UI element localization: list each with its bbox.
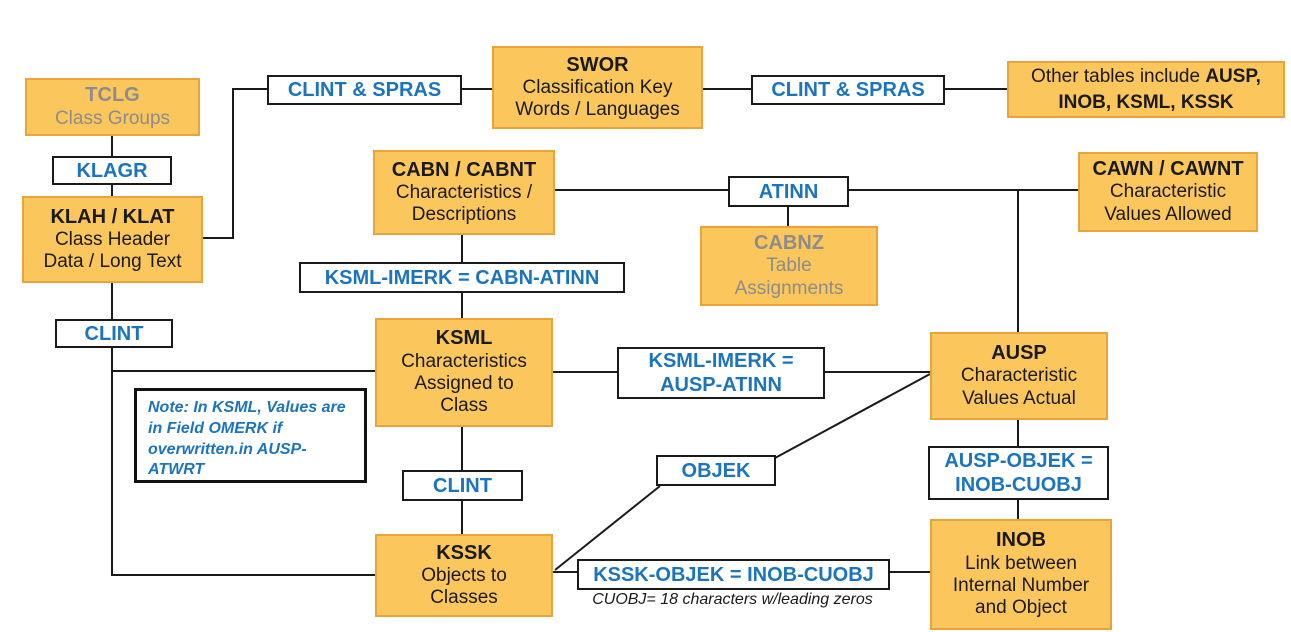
link-label-clint-left: CLINT: [55, 319, 173, 348]
link-label-objek: OBJEK: [656, 455, 776, 486]
table-desc: Assigned to: [414, 373, 514, 395]
table-code: KSML: [435, 327, 493, 350]
link-label-ksml-imerk-ausp-atinn: KSML-IMERK = AUSP-ATINN: [617, 347, 825, 399]
table-desc: Classes: [430, 587, 498, 609]
table-desc: Characteristics /: [395, 181, 533, 203]
table-code: CABN / CABNT: [391, 158, 537, 181]
table-code: KLAH / KLAT: [50, 205, 175, 228]
other-tables-prefix: Other tables include: [1031, 65, 1206, 87]
table-desc: and Object: [975, 597, 1067, 619]
line-objek-ausp-diagonal: [774, 373, 931, 459]
ksml-note-box: Note: In KSML, Values are in Field OMERK…: [134, 388, 367, 483]
table-desc: Assignments: [734, 277, 844, 299]
link-label-line1: AUSP-OBJEK =: [944, 450, 1093, 472]
other-tables-node: Other tables include AUSP, INOB, KSML, KS…: [1007, 61, 1285, 118]
table-desc: Characteristic: [960, 365, 1078, 387]
table-code: AUSP: [991, 342, 1047, 365]
line-kssk-objek-diagonal: [554, 485, 661, 571]
other-tables-bold1: AUSP,: [1205, 65, 1261, 87]
table-desc: Values Allowed: [1104, 203, 1232, 225]
table-node-cabn: CABN / CABNT Characteristics / Descripti…: [373, 150, 555, 235]
link-label-kssk-objek-inob-cuobj: KSSK-OBJEK = INOB-CUOBJ: [577, 559, 890, 590]
link-label-klagr: KLAGR: [52, 156, 172, 185]
table-desc: Table: [766, 255, 812, 277]
link-label-line2: INOB-CUOBJ: [955, 474, 1082, 496]
link-label-ksml-imerk-cabn-atinn: KSML-IMERK = CABN-ATINN: [299, 262, 625, 293]
table-desc: Class Groups: [54, 107, 171, 129]
table-node-ausp: AUSP Characteristic Values Actual: [930, 332, 1108, 420]
table-node-inob: INOB Link between Internal Number and Ob…: [930, 519, 1112, 630]
table-desc: Words / Languages: [515, 99, 680, 121]
table-desc: Class: [440, 395, 488, 417]
table-code: CABNZ: [754, 232, 824, 255]
table-node-cawn: CAWN / CAWNT Characteristic Values Allow…: [1078, 152, 1258, 232]
line-klah-kssk: [111, 283, 375, 576]
link-label-ausp-objek-inob-cuobj: AUSP-OBJEK = INOB-CUOBJ: [928, 446, 1109, 500]
link-label-clint-spras-left: CLINT & SPRAS: [267, 75, 462, 105]
table-code: INOB: [996, 529, 1046, 552]
link-label-line2: AUSP-ATINN: [660, 374, 782, 396]
table-code: SWOR: [566, 53, 629, 76]
table-desc: Internal Number: [952, 575, 1090, 597]
table-desc: Characteristics: [401, 350, 527, 372]
line-klah-clintspras: [203, 88, 267, 239]
table-code: TCLG: [85, 84, 140, 107]
table-desc: Characteristic: [1109, 181, 1227, 203]
table-desc: Class Header: [54, 228, 171, 250]
table-desc: Descriptions: [411, 204, 517, 226]
table-node-kssk: KSSK Objects to Classes: [375, 534, 553, 617]
table-desc: Values Actual: [962, 387, 1076, 409]
table-desc: Data / Long Text: [43, 251, 182, 273]
table-code: KSSK: [436, 541, 492, 564]
table-node-tclg: TCLG Class Groups: [25, 78, 200, 136]
other-tables-bold2: INOB, KSML, KSSK: [1058, 91, 1234, 113]
link-label-line1: KSML-IMERK =: [648, 350, 794, 372]
link-label-clint-mid: CLINT: [402, 470, 523, 501]
table-desc: Link between: [965, 552, 1077, 574]
table-code: CAWN / CAWNT: [1092, 158, 1244, 181]
table-node-ksml: KSML Characteristics Assigned to Class: [375, 318, 553, 427]
link-label-atinn: ATINN: [728, 176, 849, 207]
table-node-klah: KLAH / KLAT Class Header Data / Long Tex…: [22, 196, 203, 283]
table-desc: Objects to: [421, 564, 507, 586]
table-node-cabnz: CABNZ Table Assignments: [700, 226, 878, 306]
other-tables-text: Other tables include AUSP, INOB, KSML, KS…: [1009, 64, 1283, 115]
link-label-clint-spras-right: CLINT & SPRAS: [751, 75, 945, 105]
table-desc: Classification Key: [522, 76, 673, 98]
table-node-swor: SWOR Classification Key Words / Language…: [492, 46, 703, 129]
cuobj-note-text: CUOBJ= 18 characters w/leading zeros: [592, 591, 873, 608]
